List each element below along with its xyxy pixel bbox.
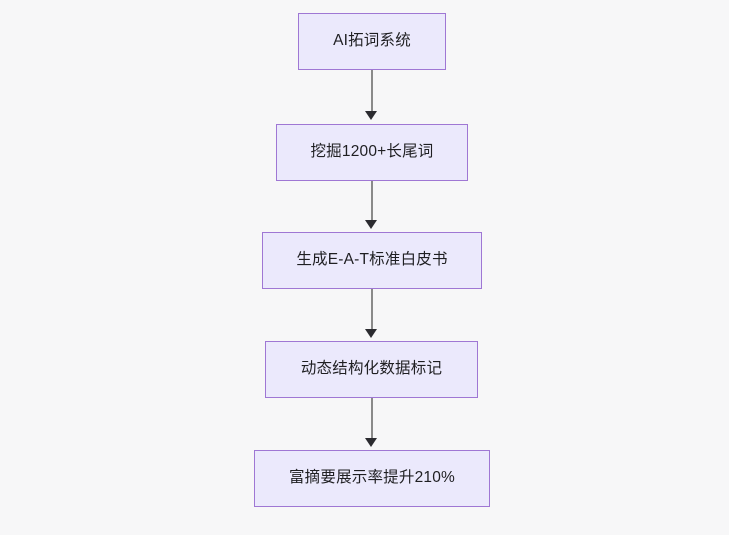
connector-node4-node5	[371, 398, 373, 441]
flowchart-node-dynamic-structured-data-markup[interactable]: 动态结构化数据标记	[265, 341, 478, 398]
arrowhead-node4-node5	[365, 438, 377, 447]
arrowhead-node3-node4	[365, 329, 377, 338]
node-label: 生成E-A-T标准白皮书	[296, 251, 448, 269]
node-label: AI拓词系统	[333, 32, 411, 50]
connector-node2-node3	[371, 181, 373, 223]
connector-node3-node4	[371, 289, 373, 332]
node-label: 富摘要展示率提升210%	[288, 469, 456, 487]
arrowhead-node1-node2	[365, 111, 377, 120]
flowchart-node-ai-keyword-system[interactable]: AI拓词系统	[298, 13, 446, 70]
node-label: 挖掘1200+长尾词	[310, 143, 434, 161]
flowchart-node-rich-snippet-rate-increase[interactable]: 富摘要展示率提升210%	[254, 450, 490, 507]
arrowhead-node2-node3	[365, 220, 377, 229]
node-label: 动态结构化数据标记	[300, 360, 443, 378]
connector-node1-node2	[371, 70, 373, 115]
flowchart-node-mine-longtail-keywords[interactable]: 挖掘1200+长尾词	[276, 124, 468, 181]
flowchart-node-generate-eat-whitepaper[interactable]: 生成E-A-T标准白皮书	[262, 232, 482, 289]
